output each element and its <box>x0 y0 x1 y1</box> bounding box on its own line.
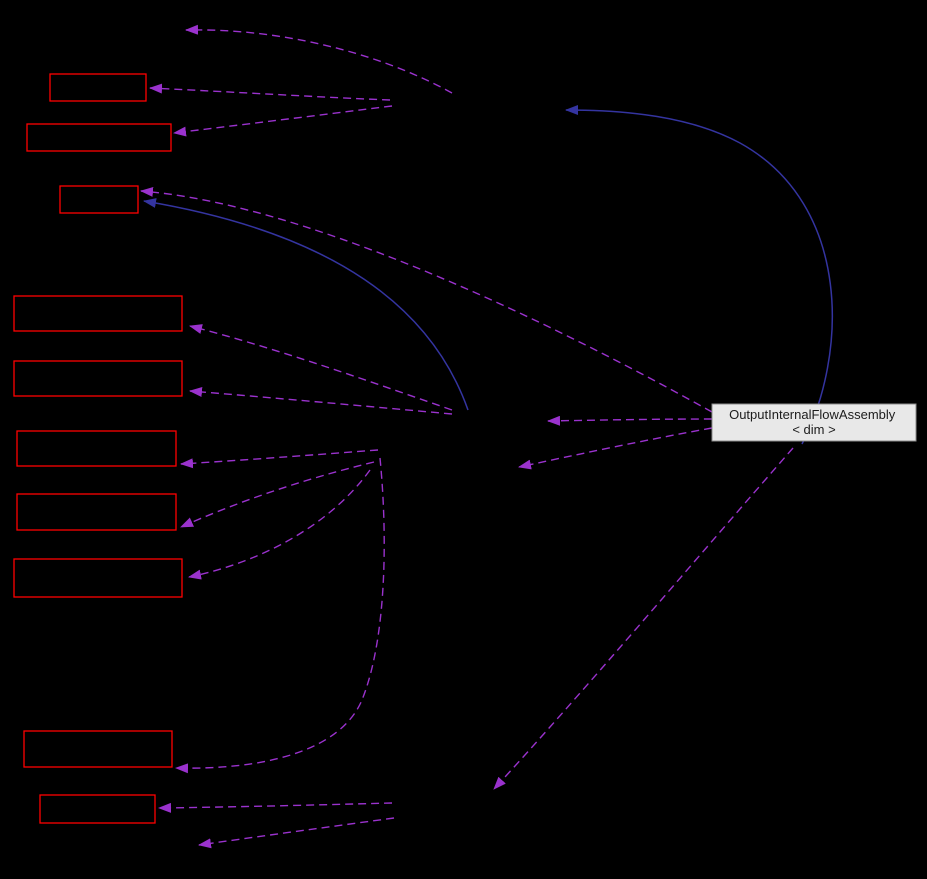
usage-edge-main-to-box3 <box>140 186 713 413</box>
main-class-node-box <box>711 403 917 442</box>
usage-edge-box4 <box>189 324 453 411</box>
usage-edge-box6 <box>180 449 379 469</box>
usage-edge-box2 <box>173 105 393 137</box>
usage-edge-main-to-hub1 <box>547 415 713 426</box>
related-class-node-1[interactable] <box>49 73 147 102</box>
inheritance-edge-main-to-top <box>565 105 834 445</box>
main-class-node-label: OutputInternalFlowAssembly < dim > <box>729 407 899 437</box>
usage-edge-top-left <box>185 24 453 94</box>
usage-edge-box9 <box>175 457 385 774</box>
main-class-node: OutputInternalFlowAssembly < dim > <box>711 403 917 442</box>
related-class-node-2[interactable] <box>26 123 172 152</box>
related-class-node-3[interactable] <box>59 185 139 214</box>
related-class-node-7[interactable] <box>16 493 177 531</box>
inheritance-edge-to-box3 <box>143 198 469 411</box>
usage-edge-main-to-hub2 <box>518 427 713 470</box>
related-class-node-9[interactable] <box>23 730 173 768</box>
usage-edge-box5 <box>189 386 453 415</box>
usage-edge-bottom-left <box>198 817 395 849</box>
usage-edge-box10 <box>158 802 393 813</box>
usage-edge-main-to-bottom-hub <box>493 447 794 790</box>
related-class-node-4[interactable] <box>13 295 183 332</box>
related-class-node-10[interactable] <box>39 794 156 824</box>
related-class-node-5[interactable] <box>13 360 183 397</box>
usage-edge-box7 <box>180 461 375 528</box>
usage-edge-box1 <box>149 83 391 101</box>
related-class-node-8[interactable] <box>13 558 183 598</box>
related-class-node-6[interactable] <box>16 430 177 467</box>
usage-edge-box8 <box>188 469 371 580</box>
